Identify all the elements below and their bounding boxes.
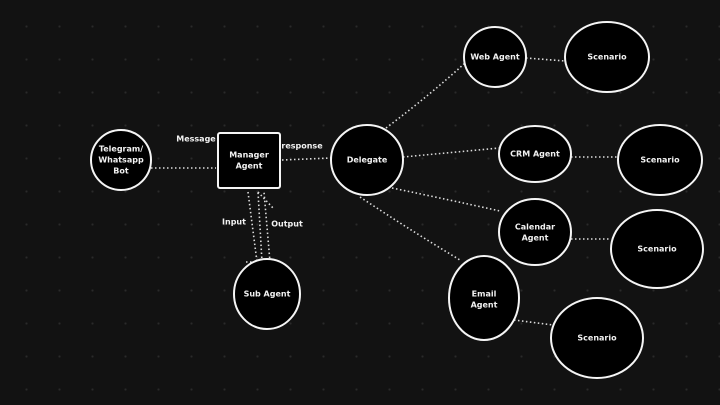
edge-delegate-calendar — [391, 187, 501, 212]
node-label: Sub Agent — [244, 290, 291, 299]
edge-delegate-email — [359, 196, 461, 261]
node-label: Calendar — [515, 223, 555, 232]
node-label: Agent — [522, 234, 549, 243]
edge-delegate-crm — [402, 147, 500, 158]
node-manager-agent[interactable]: Manager Agent — [217, 132, 281, 189]
node-label: Agent — [236, 162, 263, 171]
node-sub-agent[interactable]: Sub Agent — [233, 258, 301, 330]
edge-input — [246, 191, 258, 263]
node-label: Bot — [113, 167, 129, 176]
node-label: Email — [472, 290, 497, 299]
node-label: Manager — [229, 151, 269, 160]
node-label: Scenario — [640, 156, 680, 165]
node-delegate[interactable]: Delegate — [330, 124, 404, 196]
edge-output-2 — [263, 191, 271, 263]
node-label: Telegram/ — [99, 145, 143, 154]
node-scenario-web[interactable]: Scenario — [564, 21, 650, 93]
node-crm-agent[interactable]: CRM Agent — [498, 125, 572, 183]
edge-label-message: Message — [176, 135, 216, 144]
edge-delegate-web — [385, 62, 466, 129]
edge-label-input: Input — [222, 218, 246, 227]
edge-label-output: Output — [271, 220, 303, 229]
node-web-agent[interactable]: Web Agent — [463, 26, 527, 88]
node-email-agent[interactable]: Email Agent — [448, 255, 520, 341]
node-label: Agent — [471, 301, 498, 310]
node-label: Whatsapp — [98, 156, 144, 165]
node-scenario-calendar[interactable]: Scenario — [610, 209, 704, 289]
node-scenario-crm[interactable]: Scenario — [617, 124, 703, 196]
node-label: Scenario — [637, 245, 677, 254]
edge-email-scenario — [513, 319, 554, 326]
node-label: Web Agent — [470, 53, 520, 62]
node-label: Scenario — [577, 334, 617, 343]
edge-label-response: response — [281, 142, 323, 151]
node-calendar-agent[interactable]: Calendar Agent — [498, 198, 572, 266]
node-label: CRM Agent — [510, 150, 560, 159]
edge-web-scenario — [525, 57, 566, 62]
node-scenario-email[interactable]: Scenario — [550, 297, 644, 379]
node-telegram-bot[interactable]: Telegram/ Whatsapp Bot — [90, 129, 152, 191]
edge-manager-delegate — [281, 157, 332, 161]
node-label: Delegate — [347, 156, 388, 165]
node-label: Scenario — [587, 53, 627, 62]
